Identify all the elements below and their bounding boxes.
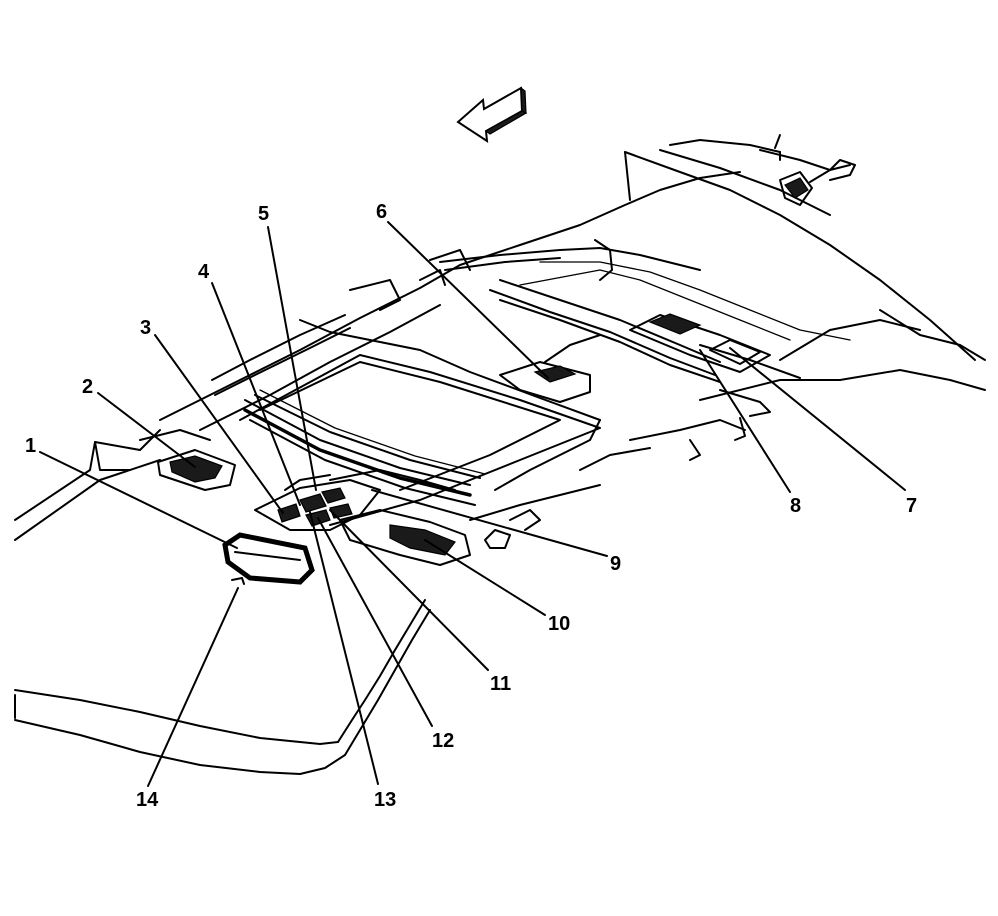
callout-13: 13 xyxy=(374,789,396,811)
leader-4 xyxy=(211,282,301,506)
leader-5 xyxy=(267,226,317,491)
leader-3 xyxy=(154,334,284,514)
overhead-console xyxy=(254,474,381,531)
callout-6: 6 xyxy=(376,201,387,223)
callout-labels: 1 2 3 4 5 6 7 8 9 10 11 12 13 14 xyxy=(25,201,917,811)
leader-1 xyxy=(39,451,238,549)
leader-10 xyxy=(424,539,546,616)
leader-7 xyxy=(729,347,906,491)
inside-rearview-mirror xyxy=(222,532,315,585)
leader-11 xyxy=(329,509,489,671)
right-sunvisor xyxy=(339,509,541,566)
callout-2: 2 xyxy=(82,376,93,398)
leader-6 xyxy=(387,221,549,379)
leader-13 xyxy=(309,511,379,785)
callout-4: 4 xyxy=(198,261,210,283)
leader-2 xyxy=(97,392,196,468)
leader-9 xyxy=(371,489,608,557)
roof-structure-outline xyxy=(14,134,986,775)
callout-11: 11 xyxy=(490,673,511,695)
callout-8: 8 xyxy=(790,495,801,517)
callout-7: 7 xyxy=(906,495,917,517)
rear-roof-console xyxy=(629,313,771,461)
rear-rear-components xyxy=(779,164,851,206)
sunroof-module xyxy=(211,314,601,526)
callout-5: 5 xyxy=(258,203,269,225)
leader-12 xyxy=(317,517,433,727)
callout-3: 3 xyxy=(140,317,151,339)
callout-10: 10 xyxy=(548,613,570,635)
callout-12: 12 xyxy=(432,730,454,752)
callout-1: 1 xyxy=(25,435,36,457)
leader-lines xyxy=(39,221,906,787)
windshield-mirror-bracket xyxy=(231,577,245,585)
roof-wiring-harness xyxy=(349,239,851,383)
forward-direction-arrow-icon xyxy=(456,86,528,143)
callout-14: 14 xyxy=(136,789,159,811)
leader-14 xyxy=(147,587,239,787)
rear-dome-lamp xyxy=(499,334,601,403)
left-sunvisor xyxy=(139,429,236,491)
leader-8 xyxy=(699,349,791,493)
callout-9: 9 xyxy=(610,553,621,575)
